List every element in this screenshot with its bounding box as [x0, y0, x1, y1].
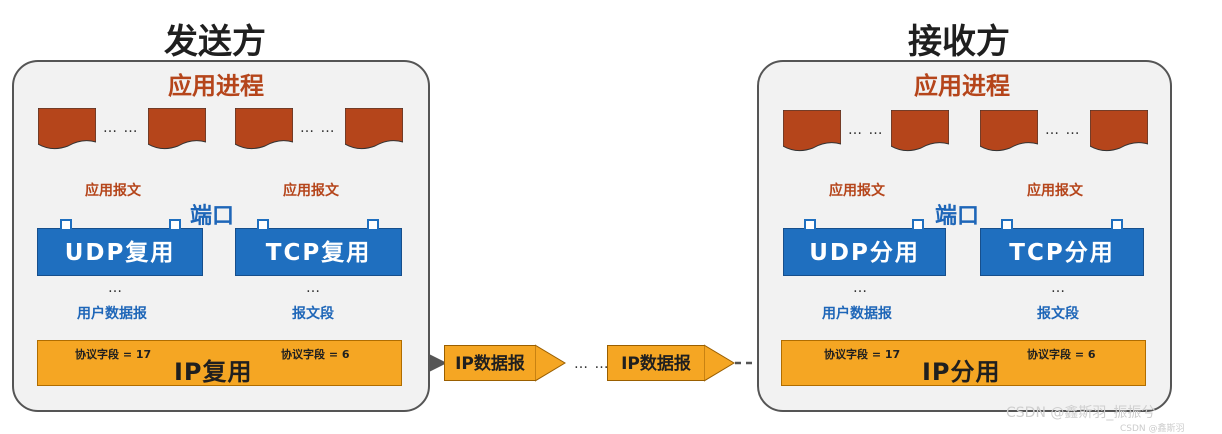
sender-proto-udp: 协议字段 = 17 — [75, 348, 152, 361]
sender-tcp-port-2 — [367, 219, 379, 231]
sender-udp-mux: UDP复用 — [37, 228, 203, 276]
sender-ip-mux-label: IP复用 — [174, 358, 253, 386]
packet-2-arrowhead-icon — [704, 344, 735, 382]
sender-tcp-port-1 — [257, 219, 269, 231]
watermark: CSDN @鑫斯羽_振振兮 — [1006, 405, 1156, 421]
sender-ip-mux — [37, 340, 402, 386]
receiver-port-label: 端口 — [935, 204, 980, 229]
sender-tcp-app-msg-label: 应用报文 — [283, 183, 339, 199]
receiver-tcp-app-msg-label: 应用报文 — [1027, 183, 1083, 199]
receiver-ip-demux-label: IP分用 — [922, 358, 1001, 386]
transit-dots: … … — [574, 356, 610, 372]
sender-app-dots-tcp: … … — [300, 120, 336, 136]
receiver-app-doc-4-icon — [1090, 110, 1148, 152]
ip-packet-1: IP数据报 — [444, 345, 536, 381]
receiver-udp-mid-dots: … — [853, 280, 868, 296]
packet-1-arrowhead-icon — [535, 344, 566, 382]
sender-tcp-segment-label: 报文段 — [292, 306, 334, 322]
receiver-proto-tcp: 协议字段 = 6 — [1027, 348, 1096, 361]
receiver-title: 接收方 — [908, 22, 1010, 62]
receiver-app-title: 应用进程 — [914, 72, 1010, 100]
receiver-udp-app-msg-label: 应用报文 — [829, 183, 885, 199]
sender-udp-port-1 — [60, 219, 72, 231]
sender-udp-port-2 — [169, 219, 181, 231]
sender-tcp-mid-dots: … — [306, 280, 321, 296]
sender-udp-mid-dots: … — [108, 280, 123, 296]
receiver-app-doc-3-icon — [980, 110, 1038, 152]
receiver-app-dots-udp: … … — [848, 122, 884, 138]
receiver-app-doc-1-icon — [783, 110, 841, 152]
sender-udp-datagram-label: 用户数据报 — [77, 306, 147, 322]
receiver-tcp-mid-dots: … — [1051, 280, 1066, 296]
receiver-tcp-segment-label: 报文段 — [1037, 306, 1079, 322]
receiver-ip-demux — [781, 340, 1146, 386]
sender-app-title: 应用进程 — [168, 72, 264, 100]
sender-app-dots-udp: … … — [103, 120, 139, 136]
sender-tcp-mux: TCP复用 — [235, 228, 402, 276]
receiver-udp-port-2 — [912, 219, 924, 231]
receiver-udp-demux: UDP分用 — [783, 228, 946, 276]
sender-port-label: 端口 — [190, 204, 235, 229]
receiver-proto-udp: 协议字段 = 17 — [824, 348, 901, 361]
receiver-app-doc-2-icon — [891, 110, 949, 152]
receiver-udp-datagram-label: 用户数据报 — [822, 306, 892, 322]
ip-packet-2: IP数据报 — [607, 345, 705, 381]
receiver-tcp-port-1 — [1001, 219, 1013, 231]
sender-udp-app-msg-label: 应用报文 — [85, 183, 141, 199]
receiver-udp-port-1 — [804, 219, 816, 231]
sender-title: 发送方 — [164, 22, 266, 62]
sender-app-doc-4-icon — [345, 108, 403, 150]
watermark-sub: CSDN @鑫斯羽 — [1120, 424, 1185, 434]
sender-app-doc-2-icon — [148, 108, 206, 150]
receiver-tcp-demux: TCP分用 — [980, 228, 1144, 276]
sender-app-doc-3-icon — [235, 108, 293, 150]
receiver-app-dots-tcp: … … — [1045, 122, 1081, 138]
sender-app-doc-1-icon — [38, 108, 96, 150]
receiver-tcp-port-2 — [1111, 219, 1123, 231]
sender-proto-tcp: 协议字段 = 6 — [281, 348, 350, 361]
